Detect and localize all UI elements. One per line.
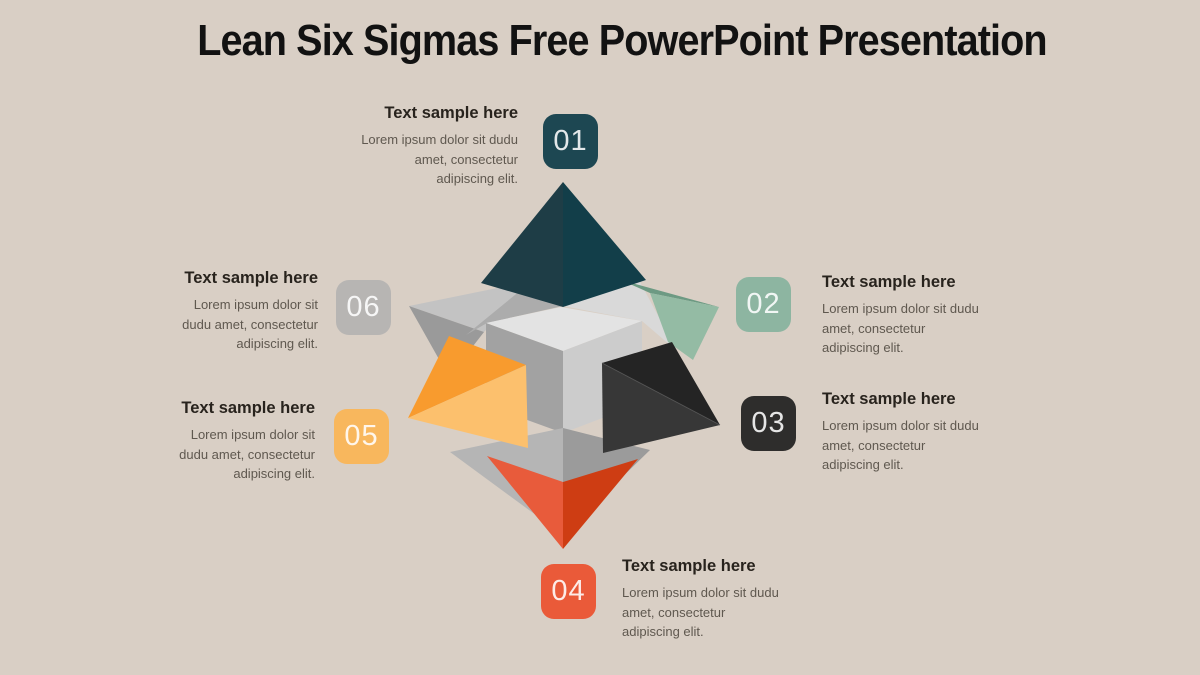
item-02-number: 02 [746,288,781,320]
item-05-number: 05 [344,420,379,452]
item-05-body: Lorem ipsum dolor sit dudu amet, consect… [179,427,315,481]
item-06-text: Text sample here Lorem ipsum dolor sit d… [163,268,318,354]
item-03-badge: 03 [741,396,796,451]
pyramid-02-light-face [650,293,719,360]
pyramid-03-dark-face [602,342,720,425]
item-06-number: 06 [346,291,381,323]
item-04-text: Text sample here Lorem ipsum dolor sit d… [622,556,780,642]
item-04-heading: Text sample here [622,557,756,575]
item-02-body: Lorem ipsum dolor sit dudu amet, consect… [822,301,979,355]
pyramid-01-right-face [563,182,646,307]
item-02-heading: Text sample here [822,273,956,291]
item-03-text: Text sample here Lorem ipsum dolor sit d… [822,389,980,475]
item-01-number: 01 [553,125,588,157]
item-02-text: Text sample here Lorem ipsum dolor sit d… [822,272,980,358]
item-04-badge: 04 [541,564,596,619]
item-06-body: Lorem ipsum dolor sit dudu amet, consect… [182,297,318,351]
item-05-heading: Text sample here [181,399,315,417]
pyramid-01-left-face [481,182,563,307]
item-03-heading: Text sample here [822,390,956,408]
item-03-number: 03 [751,407,786,439]
pyramid-02-dark-face [621,280,719,307]
pyramid-05-dark-face [408,336,526,418]
item-03-body: Lorem ipsum dolor sit dudu amet, consect… [822,418,979,472]
item-01-badge: 01 [543,114,598,169]
item-05-text: Text sample here Lorem ipsum dolor sit d… [160,398,315,484]
item-04-number: 04 [551,575,586,607]
pyramid-03-light-face [602,363,720,453]
back-right-face [563,282,677,351]
pyramid-04-right-face [563,459,638,549]
pyramid-06-light-face [409,281,532,332]
pyramid-03-edge [601,362,721,426]
pyramid-04-left-face [487,456,563,549]
item-06-heading: Text sample here [184,269,318,287]
item-05-badge: 05 [334,409,389,464]
item-06-badge: 06 [336,280,391,335]
item-01-body: Lorem ipsum dolor sit dudu amet, consect… [361,132,518,186]
cube-top-face [486,307,642,351]
item-02-badge: 02 [736,277,791,332]
item-01-heading: Text sample here [384,104,518,122]
pyramid-05-light-face [408,365,528,448]
slide-title: Lean Six Sigmas Free PowerPoint Presenta… [197,16,1047,65]
item-04-body: Lorem ipsum dolor sit dudu amet, consect… [622,585,779,639]
item-01-text: Text sample here Lorem ipsum dolor sit d… [358,103,518,189]
